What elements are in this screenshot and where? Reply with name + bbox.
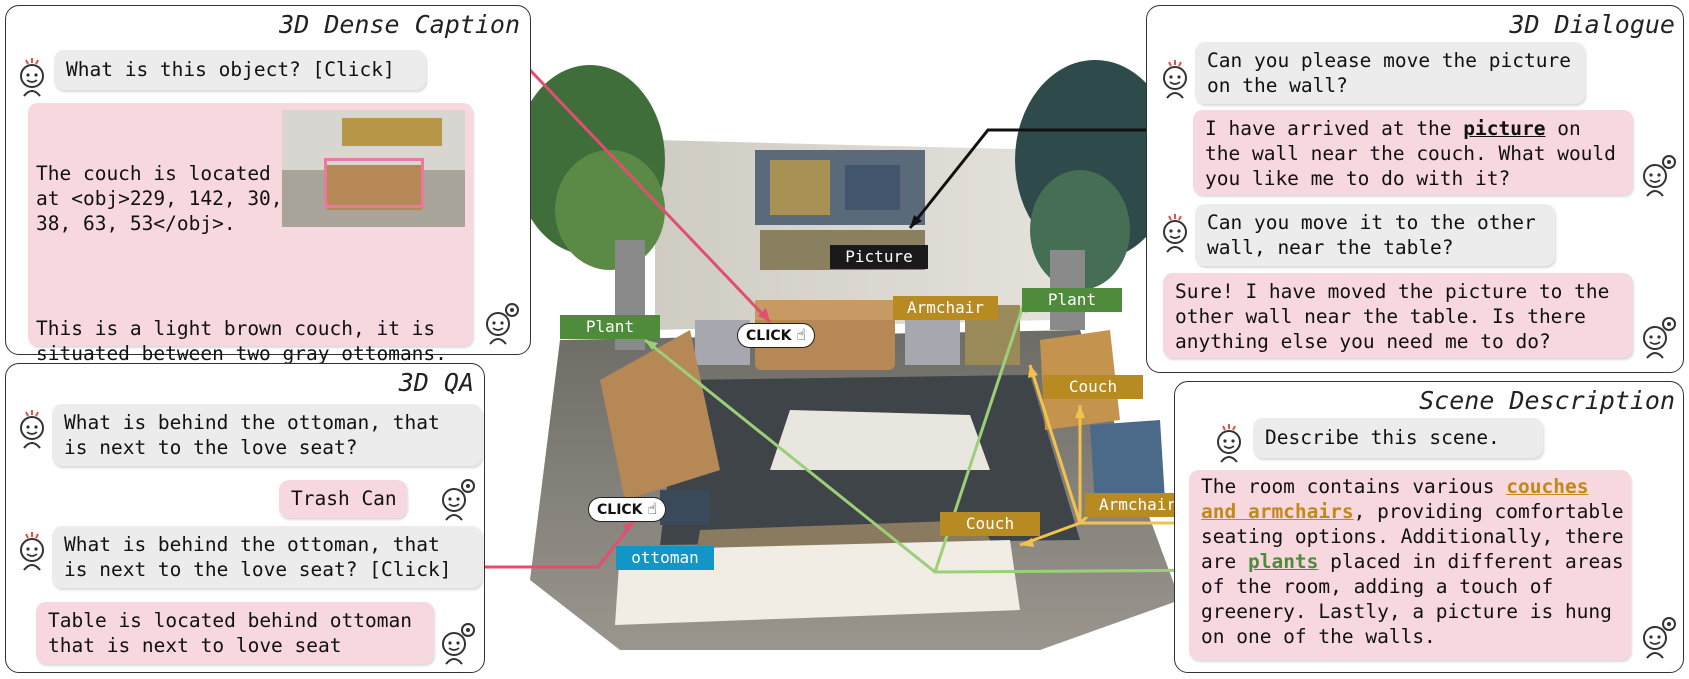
qa-answer-1: Trash Can <box>279 480 407 518</box>
scene-question: Describe this scene. <box>1253 418 1543 458</box>
panel-dense-caption: 3D Dense Caption What is this object? [C… <box>5 5 531 415</box>
assistant-avatar-icon <box>1643 317 1676 359</box>
hand-pointer-icon: ☝ <box>796 325 807 344</box>
user-avatar-icon <box>20 532 44 571</box>
coffee-table <box>770 410 990 470</box>
assistant-avatar-icon <box>1643 617 1676 659</box>
assistant-avatar-icon <box>1643 155 1676 197</box>
panel-3d-dialogue: 3D Dialogue Can you please move the pict… <box>1146 5 1684 373</box>
panel-title: 3D Dialogue <box>1509 10 1675 39</box>
user-avatar-icon <box>1217 424 1241 463</box>
scene-answer-part-2: , providing comfortable seating options.… <box>1201 500 1624 573</box>
qa-answer-2: Table is located behind ottoman that is … <box>36 602 434 664</box>
panel-title: 3D Dense Caption <box>279 10 520 39</box>
panel-title: Scene Description <box>1419 386 1675 415</box>
label-picture: Picture <box>830 245 928 269</box>
panel-3d-qa: 3D QA What is behind the ottoman, that i… <box>5 363 485 673</box>
user-avatar-icon <box>1163 60 1187 99</box>
dialogue-answer-2: Sure! I have moved the picture to the ot… <box>1163 273 1633 358</box>
label-plant-right: Plant <box>1022 288 1122 312</box>
highlight-picture: picture <box>1463 117 1546 140</box>
user-avatar-icon <box>20 58 44 97</box>
qa-question-2: What is behind the ottoman, that is next… <box>52 526 482 588</box>
label-couch-front: Couch <box>940 512 1040 536</box>
label-armchair-top: Armchair <box>893 296 998 320</box>
dialogue-answer-1: I have arrived at the picture on the wal… <box>1193 110 1633 195</box>
label-armchair-right: Armchair <box>1085 493 1190 517</box>
click-text: CLICK <box>597 502 643 518</box>
highlight-plants: plants <box>1247 550 1319 573</box>
hand-pointer-icon: ☝ <box>647 499 658 518</box>
click-cursor-couch[interactable]: CLICK ☝ <box>737 323 816 348</box>
label-ottoman: ottoman <box>616 546 714 570</box>
label-couch-right: Couch <box>1043 375 1143 399</box>
dialogue-answer-1-pre: I have arrived at the <box>1205 117 1464 140</box>
dialogue-question-2: Can you move it to the other wall, near … <box>1195 204 1555 266</box>
scene-answer-part-3: placed in different areas of the room, a… <box>1201 550 1624 648</box>
highlight-couches-armchairs: couches and armchairs <box>1201 475 1589 523</box>
click-text: CLICK <box>746 328 792 344</box>
scene-answer: The room contains various couches and ar… <box>1189 470 1631 660</box>
couch-thumbnail <box>282 110 465 227</box>
caption-answer-location: The couch is located at <obj>229, 142, 3… <box>36 162 283 235</box>
assistant-avatar-icon <box>442 623 475 665</box>
qa-question-1: What is behind the ottoman, that is next… <box>52 404 482 466</box>
panel-title: 3D QA <box>398 368 474 397</box>
label-plant-left: Plant <box>560 315 660 339</box>
dialogue-question-1: Can you please move the picture on the w… <box>1195 42 1585 104</box>
dialogue-answer-1-post: on the wall near the couch. What would y… <box>1205 117 1616 190</box>
user-avatar-icon <box>20 410 44 449</box>
assistant-avatar-icon <box>486 303 519 345</box>
scene-answer-part-1: The room contains various <box>1201 475 1507 498</box>
panel-scene-description: Scene Description Describe this scene. T… <box>1174 381 1684 673</box>
click-cursor-ottoman[interactable]: CLICK ☝ <box>588 497 667 522</box>
user-avatar-icon <box>1163 214 1187 253</box>
assistant-avatar-icon <box>442 479 475 521</box>
caption-question: What is this object? [Click] <box>54 50 426 90</box>
